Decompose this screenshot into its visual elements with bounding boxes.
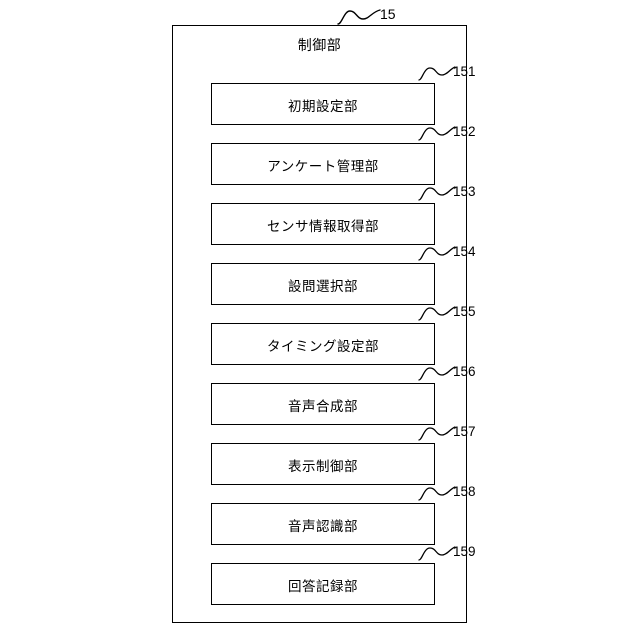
block-row: センサ情報取得部 153 [211,184,476,263]
block-label: タイミング設定部 [267,339,379,354]
squiggle-leader-icon [417,364,457,387]
top-reference-number: 15 [380,6,396,22]
block-box-159[interactable]: 回答記録部 [211,563,435,605]
block-reference-callout: 151 [417,64,487,84]
block-label: アンケート管理部 [267,159,379,174]
block-reference-callout: 157 [417,424,487,444]
block-box-156[interactable]: 音声合成部 [211,383,435,425]
frame-title: 制御部 [297,37,342,53]
block-label: 音声認識部 [288,519,358,534]
squiggle-leader-icon [336,6,382,31]
block-box-155[interactable]: タイミング設定部 [211,323,435,365]
block-reference-callout: 158 [417,484,487,504]
block-box-157[interactable]: 表示制御部 [211,443,435,485]
block-row: 初期設定部 151 [211,64,476,143]
block-box-158[interactable]: 音声認識部 [211,503,435,545]
block-label: 回答記録部 [288,579,358,594]
squiggle-leader-icon [417,544,457,567]
squiggle-leader-icon [417,244,457,267]
block-reference-number: 152 [453,124,476,139]
block-reference-number: 156 [453,364,476,379]
block-label: 音声合成部 [288,399,358,414]
block-row: 設問選択部 154 [211,244,476,323]
block-label: 初期設定部 [288,99,358,114]
block-row: 音声認識部 158 [211,484,476,563]
block-reference-number: 154 [453,244,476,259]
control-unit-frame: 制御部 初期設定部 151 アンケート管理部 [172,25,476,623]
block-label: センサ情報取得部 [267,219,379,234]
block-box-151[interactable]: 初期設定部 [211,83,435,125]
block-reference-callout: 156 [417,364,487,384]
block-row: 表示制御部 157 [211,424,476,503]
block-reference-number: 159 [453,544,476,559]
block-row: アンケート管理部 152 [211,124,476,203]
block-row: 音声合成部 156 [211,364,476,443]
block-row: 回答記録部 159 [211,544,476,623]
squiggle-leader-icon [417,124,457,147]
block-reference-number: 153 [453,184,476,199]
top-reference-callout: 15 [336,6,416,28]
block-reference-callout: 153 [417,184,487,204]
block-reference-callout: 159 [417,544,487,564]
block-reference-number: 157 [453,424,476,439]
block-box-154[interactable]: 設問選択部 [211,263,435,305]
block-reference-number: 158 [453,484,476,499]
squiggle-leader-icon [417,64,457,87]
squiggle-leader-icon [417,424,457,447]
block-reference-callout: 155 [417,304,487,324]
block-reference-number: 155 [453,304,476,319]
block-box-153[interactable]: センサ情報取得部 [211,203,435,245]
block-label: 表示制御部 [288,459,358,474]
squiggle-leader-icon [417,484,457,507]
block-label: 設問選択部 [288,279,358,294]
block-reference-number: 151 [453,64,476,79]
squiggle-leader-icon [417,304,457,327]
block-reference-callout: 154 [417,244,487,264]
block-list: 初期設定部 151 アンケート管理部 [211,64,476,623]
block-reference-callout: 152 [417,124,487,144]
squiggle-leader-icon [417,184,457,207]
block-row: タイミング設定部 155 [211,304,476,383]
block-box-152[interactable]: アンケート管理部 [211,143,435,185]
